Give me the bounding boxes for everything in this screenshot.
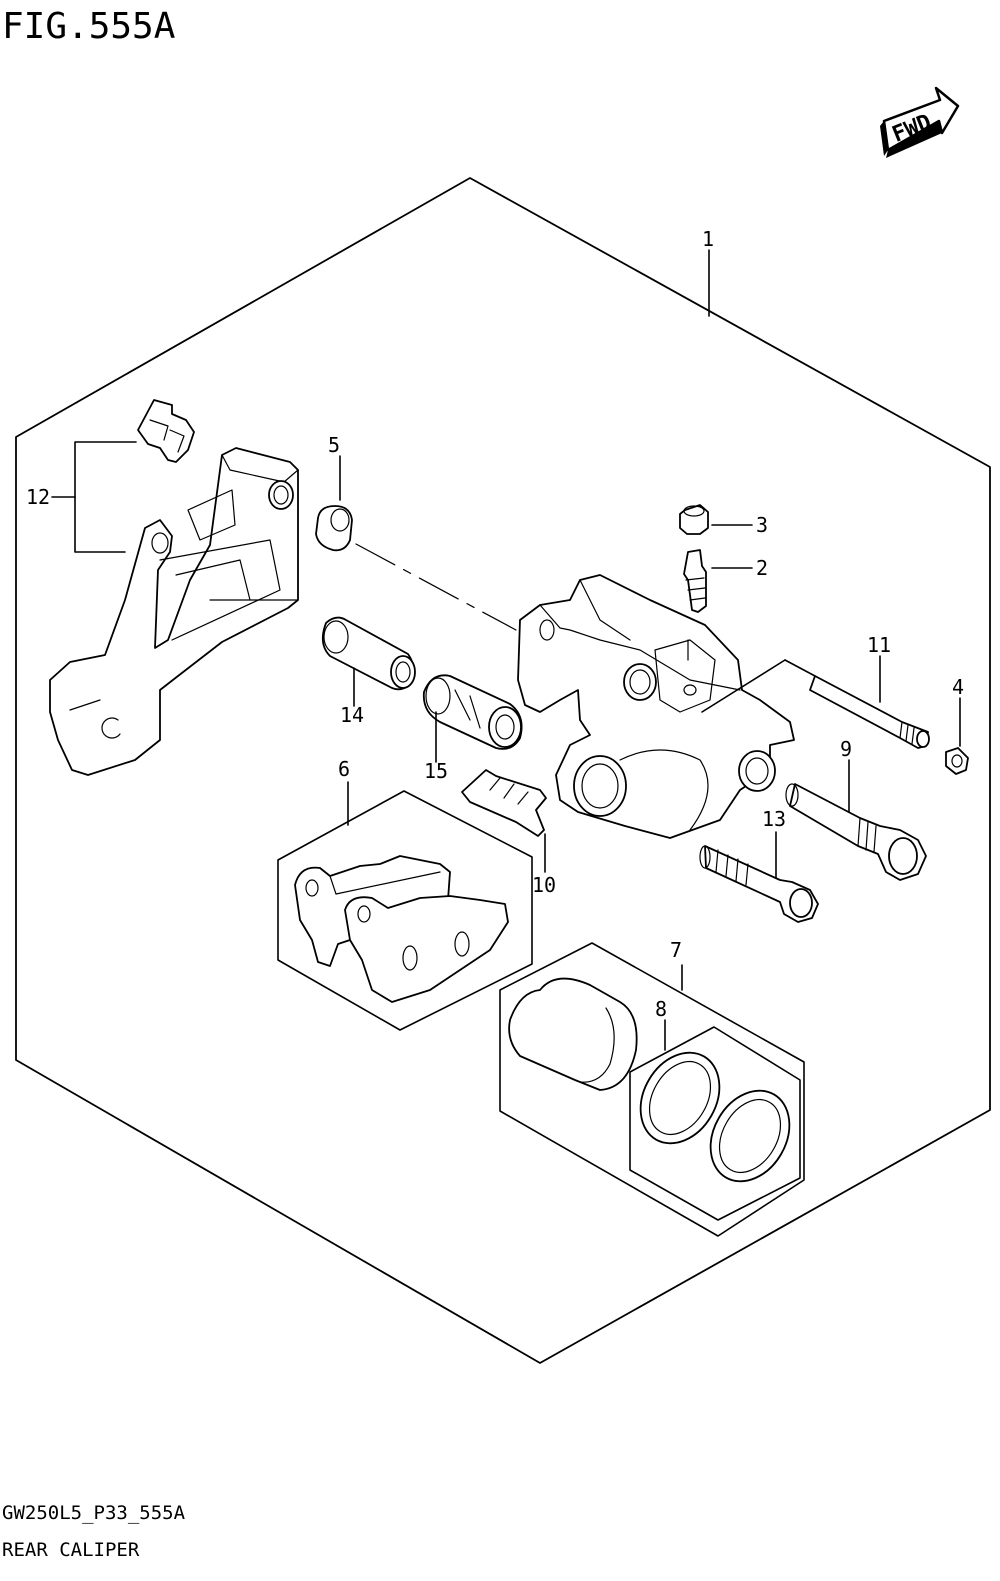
piston-set: 7 <box>499 938 805 1237</box>
caliper-bracket <box>49 447 299 776</box>
brake-pad-set: 6 <box>277 757 533 1031</box>
bleeder-cap: 3 <box>679 504 768 537</box>
figure-title: FIG.555A <box>2 6 176 47</box>
callout-label-2: 2 <box>756 556 768 580</box>
callout-1: 1 <box>702 227 714 317</box>
pin-boot: 15 <box>422 674 523 783</box>
diagram-code: GW250L5_P33_555A <box>2 1502 186 1524</box>
caliper-assembly-outline <box>15 177 991 1364</box>
callout-label-14: 14 <box>340 703 364 727</box>
forward-arrow-icon: FWD <box>880 86 960 158</box>
callout-label-13: 13 <box>762 807 786 831</box>
sleeve: 14 <box>321 616 416 727</box>
callout-label-8: 8 <box>655 997 667 1021</box>
callout-label-1: 1 <box>702 227 714 251</box>
slide-pin-bolt: 9 <box>785 737 927 881</box>
callout-label-15: 15 <box>424 759 448 783</box>
callout-label-3: 3 <box>756 513 768 537</box>
nut: 4 <box>945 675 969 775</box>
boot: 5 <box>315 433 353 552</box>
bleeder-valve: 2 <box>683 549 768 613</box>
callout-label-12: 12 <box>26 485 50 509</box>
bolt: 13 <box>699 807 819 923</box>
pad-retainer-spring: 10 <box>461 769 556 897</box>
piston-seal-set: 8 <box>629 997 801 1221</box>
callout-label-7: 7 <box>670 938 682 962</box>
pad-spring-clip <box>137 399 195 463</box>
diagram-caption: REAR CALIPER <box>2 1539 140 1561</box>
caliper-body <box>517 574 816 839</box>
alignment-line <box>355 543 517 631</box>
callout-label-11: 11 <box>867 633 891 657</box>
callout-12: 12 <box>26 441 137 553</box>
callout-label-4: 4 <box>952 675 964 699</box>
slide-pin: 11 <box>809 633 930 749</box>
callout-label-6: 6 <box>338 757 350 781</box>
callout-label-9: 9 <box>840 737 852 761</box>
callout-label-5: 5 <box>328 433 340 457</box>
callout-label-10: 10 <box>532 873 556 897</box>
